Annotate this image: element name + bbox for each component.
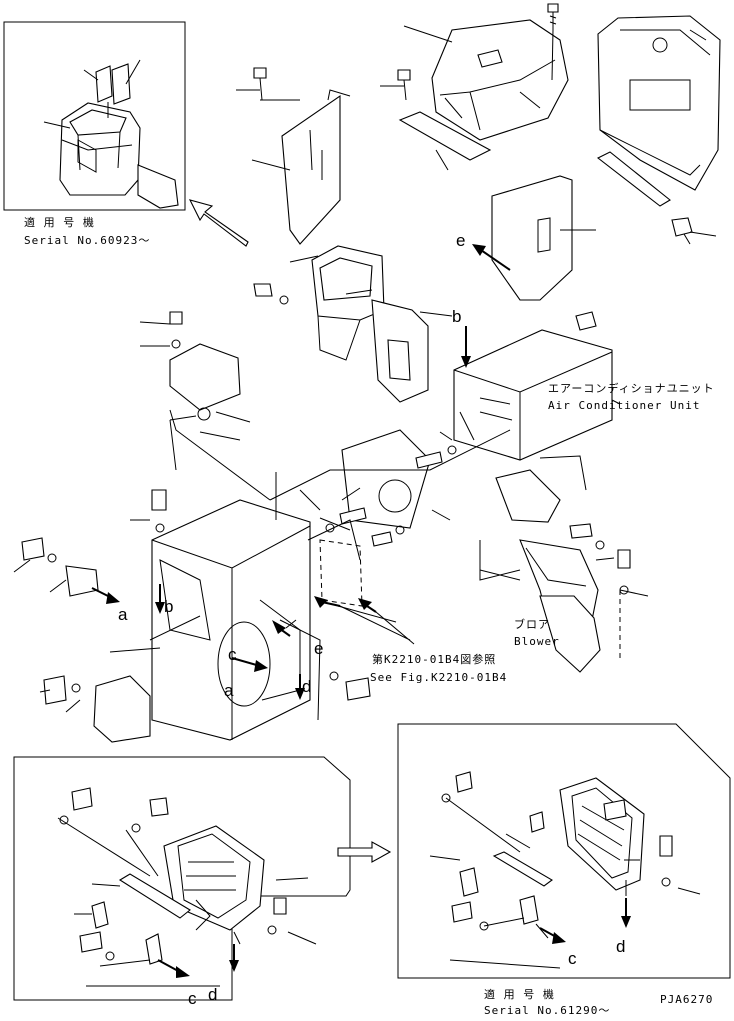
inset-applicable-jp: 適 用 号 機 bbox=[24, 215, 95, 229]
side-cover-panel bbox=[597, 15, 721, 191]
inset-bottom-right bbox=[397, 723, 731, 979]
blower-label-jp: ブロア bbox=[514, 617, 550, 631]
side-cover-strip bbox=[596, 151, 671, 207]
blower-unit bbox=[519, 539, 601, 673]
callout-d-bottom-left: d bbox=[208, 985, 217, 1004]
right-strip bbox=[492, 851, 553, 887]
ac-unit-label-jp: エアーコンディショナユニット bbox=[548, 381, 715, 395]
right-side-plate bbox=[491, 175, 573, 301]
right-plate-bolt bbox=[575, 311, 597, 331]
callout-a-housing: a bbox=[224, 681, 234, 700]
inset-duct-drawing bbox=[43, 59, 179, 209]
air-conditioner-unit bbox=[453, 329, 613, 461]
lower-clip bbox=[91, 901, 163, 965]
right-clips bbox=[459, 867, 539, 925]
ac-unit-label-en: Air Conditioner Unit bbox=[548, 399, 700, 412]
side-cover-bolt bbox=[671, 217, 693, 245]
duct-bolt bbox=[253, 283, 289, 305]
callout-d-bottom-right: d bbox=[616, 937, 625, 956]
callout-e-top: e bbox=[456, 231, 465, 250]
ac-front-panel bbox=[341, 429, 431, 529]
left-bottom-cylinder bbox=[43, 675, 151, 743]
callout-c-bottom-right: c bbox=[568, 949, 577, 968]
flow-arrows bbox=[91, 244, 511, 700]
left-mount-bracket bbox=[21, 537, 99, 597]
inset-bottom-applicable-jp: 適 用 号 機 bbox=[484, 987, 555, 1001]
callout-e-housing: e bbox=[314, 639, 323, 658]
upper-cover-bolt bbox=[547, 3, 559, 81]
bracket-bolts bbox=[236, 67, 411, 101]
upper-cover-panel bbox=[431, 19, 569, 141]
blower-label-en: Blower bbox=[514, 635, 560, 648]
heater-housing bbox=[151, 499, 311, 741]
vent-duct bbox=[311, 245, 429, 403]
leader-lines bbox=[13, 25, 717, 713]
inset-serial-number: Serial No.60923～ bbox=[24, 234, 150, 247]
callout-c-housing: c bbox=[228, 645, 237, 664]
ac-mount-bolts bbox=[325, 445, 457, 547]
ac-lower-part bbox=[495, 455, 587, 523]
callout-b-housing: b bbox=[164, 597, 173, 616]
housing-top-bolt bbox=[151, 489, 167, 533]
right-bolts bbox=[441, 771, 673, 931]
inset-bottom-serial-number: Serial No.61290～ bbox=[484, 1004, 610, 1016]
callout-a-left: a bbox=[118, 605, 128, 624]
lower-bolts bbox=[59, 787, 287, 961]
small-strip-plate bbox=[398, 111, 492, 161]
callout-c-bottom-left: c bbox=[188, 989, 197, 1008]
inset-pointer-arrow bbox=[188, 199, 249, 247]
blower-bolts bbox=[569, 523, 631, 595]
lower-strip bbox=[118, 873, 191, 919]
drawing-code: PJA6270 bbox=[660, 993, 713, 1006]
left-bracket-plate bbox=[281, 89, 351, 245]
callout-b-top: b bbox=[452, 307, 461, 326]
inset-bottom-left bbox=[13, 756, 351, 1001]
housing-support-rail bbox=[169, 409, 321, 721]
inset-top-left: 適 用 号 機 Serial No.60923～ bbox=[3, 21, 186, 247]
upper-small-bracket bbox=[169, 311, 241, 421]
reference-label-jp: 第K2210-01B4図参照 bbox=[372, 652, 496, 666]
callout-d-housing: d bbox=[302, 677, 311, 696]
right-grille-panel bbox=[559, 777, 645, 891]
right-mount-bolt bbox=[329, 671, 371, 701]
transition-arrow bbox=[337, 841, 392, 863]
reference-label-en: See Fig.K2210-01B4 bbox=[370, 671, 507, 684]
